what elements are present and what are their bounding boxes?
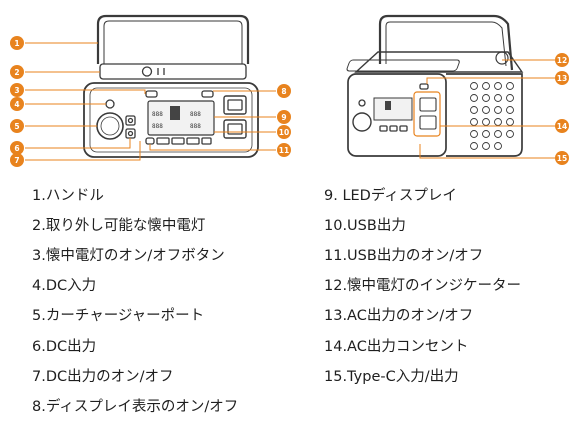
svg-text:11: 11 [279,146,289,155]
legend-item-4: 4.DC入力 [32,278,97,294]
legend-item-6: 6.DC出力 [32,339,97,355]
callout-9: 9 [277,110,291,124]
leader-lines [25,42,555,161]
svg-text:13: 13 [557,74,567,83]
legend-item-9: 9. LEDディスプレイ [324,188,457,204]
dc-input-port [105,99,115,109]
device-body [83,82,259,158]
svg-text:888: 888 [190,111,201,118]
svg-text:888: 888 [190,123,201,130]
flashlight-bar [99,63,247,80]
legend-item-15: 15.Type-C入力/出力 [324,369,459,385]
callout-8: 8 [277,84,291,98]
svg-text:888: 888 [152,111,163,118]
product-diagram: 888 888 888 888 [10,14,569,167]
svg-text:7: 7 [14,156,19,165]
callout-1: 1 [10,36,24,50]
led-display [147,100,215,136]
legend-item-14: 14.AC出力コンセント [324,339,469,355]
svg-text:6: 6 [14,144,19,153]
legend-item-2: 2.取り外し可能な懐中電灯 [32,218,206,234]
legend-item-3: 3.懐中電灯のオン/オフボタン [32,248,225,264]
svg-text:888: 888 [152,123,163,130]
callout-13: 13 [555,71,569,85]
legend-item-5: 5.カーチャージャーポート [32,308,205,324]
handle [96,14,250,64]
callout-3: 3 [10,83,24,97]
svg-text:12: 12 [557,56,567,65]
svg-text:14: 14 [557,122,567,131]
svg-text:3: 3 [14,86,19,95]
svg-text:9: 9 [281,113,286,122]
callout-10: 10 [277,125,291,139]
callout-6: 6 [10,141,24,155]
legend-item-1: 1.ハンドル [32,188,104,204]
legend-item-10: 10.USB出力 [324,218,406,234]
callout-2: 2 [10,65,24,79]
svg-text:5: 5 [14,122,19,131]
callout-12: 12 [555,53,569,67]
svg-text:1: 1 [14,39,19,48]
callout-11: 11 [277,143,291,157]
callout-5: 5 [10,119,24,133]
callout-4: 4 [10,97,24,111]
callout-7: 7 [10,153,24,167]
ac-outlet-top [223,95,247,115]
legend-item-13: 13.AC出力のオン/オフ [324,308,474,324]
svg-text:10: 10 [279,128,289,137]
callout-14: 14 [555,119,569,133]
ac-outlet-bottom [223,119,247,139]
legend-item-7: 7.DC出力のオン/オフ [32,369,174,385]
svg-text:2: 2 [14,68,19,77]
legend-item-11: 11.USB出力のオン/オフ [324,248,484,264]
front-view-device: 888 888 888 888 [83,14,259,158]
svg-text:15: 15 [557,154,567,163]
legend-item-12: 12.懐中電灯のインジケーター [324,278,522,294]
perspective-view-device [346,14,524,157]
legend-item-8: 8.ディスプレイ表示のオン/オフ [32,399,239,415]
callout-15: 15 [555,151,569,165]
svg-text:8: 8 [281,87,286,96]
svg-text:4: 4 [14,100,19,109]
